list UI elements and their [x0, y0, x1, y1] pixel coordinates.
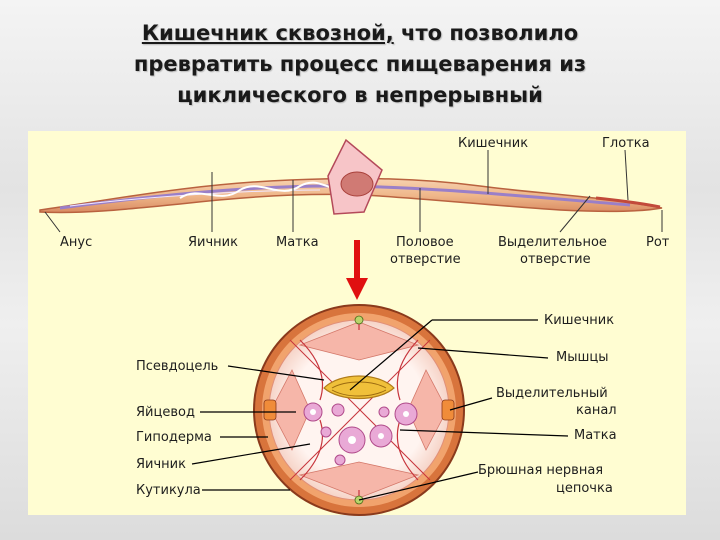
title-line-3: циклического в непрерывный: [177, 83, 543, 107]
title-line-2: превратить процесс пищеварения из: [133, 52, 587, 76]
down-arrow-icon: [346, 240, 368, 300]
label-genital-pore-1: Половое: [396, 235, 454, 250]
label-pseudocoel: Псевдоцель: [136, 359, 218, 374]
uterus-cell-nuclei: [310, 409, 409, 444]
section-leader-lines: [191, 319, 569, 501]
section-plane: [327, 138, 383, 215]
mesentery-lines: [289, 339, 431, 481]
label-excretory-canal-1: Выделительный: [496, 386, 608, 401]
title-line-1-rest: что позволило: [393, 21, 579, 45]
label-pharynx: Глотка: [602, 136, 650, 151]
label-oviduct: Яйцевод: [136, 405, 195, 420]
cross-section: [253, 304, 465, 516]
label-excretory-canal-2: канал: [576, 403, 617, 418]
label-cuticle: Кутикула: [136, 483, 201, 498]
label-section-uterus: Матка: [574, 428, 617, 443]
label-muscles: Мышцы: [556, 350, 609, 365]
title-emphasis: Кишечник сквозной,: [141, 21, 394, 45]
excretory-canals: [263, 399, 455, 421]
slide-title: Кишечник сквозной, что позволило преврат…: [0, 18, 720, 111]
label-mouth: Рот: [646, 235, 670, 250]
label-nerve-cord-2: цепочка: [556, 481, 613, 496]
label-excretory-pore-1: Выделительное: [498, 235, 607, 250]
label-section-ovary: Яичник: [136, 457, 186, 472]
label-hypodermis: Гиподерма: [136, 430, 212, 445]
label-nerve-cord-1: Брюшная нервная: [478, 463, 603, 478]
worm-leader-lines: [44, 149, 663, 233]
muscle-bands: [270, 321, 448, 499]
title-line-1: Кишечник сквозной, что позволило: [0, 18, 720, 49]
label-worm-uterus: Матка: [276, 235, 319, 250]
label-worm-ovary: Яичник: [188, 235, 238, 250]
worm-ovary-coil: [179, 181, 346, 199]
label-excretory-pore-2: отверстие: [520, 252, 591, 267]
nerve-cords: [354, 315, 364, 505]
label-anus: Анус: [60, 235, 92, 250]
label-section-intestine: Кишечник: [544, 313, 614, 328]
label-worm-intestine: Кишечник: [458, 136, 528, 151]
label-genital-pore-2: отверстие: [390, 252, 461, 267]
